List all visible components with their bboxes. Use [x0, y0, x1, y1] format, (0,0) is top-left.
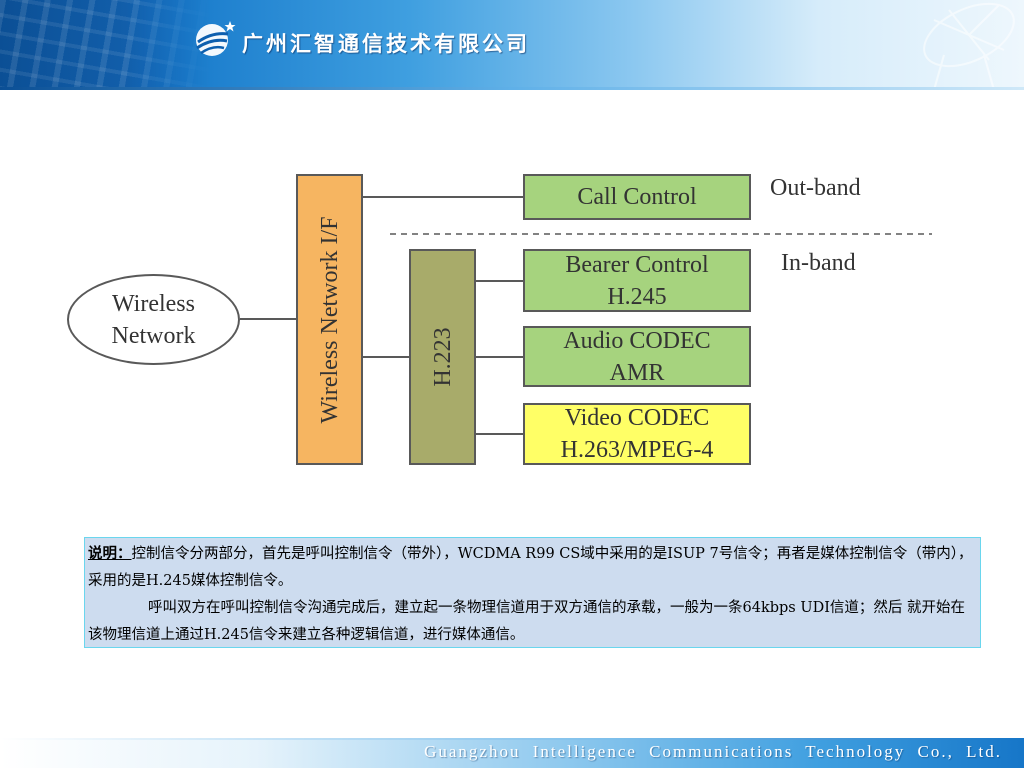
satellite-dish-graphic: [923, 2, 1015, 90]
video-codec-line-2: H.263/MPEG-4: [560, 437, 714, 463]
video-codec-line-1: Video CODEC: [564, 405, 710, 431]
audio-codec-box: Audio CODEC AMR: [523, 326, 751, 387]
bearer-control-line-2: H.245: [607, 283, 667, 310]
out-band-label: Out-band: [770, 175, 861, 201]
call-control-label: Call Control: [577, 184, 697, 210]
in-band-label: In-band: [781, 250, 856, 276]
footer-banner: Guangzhou Intelligence Communications Te…: [0, 738, 1024, 768]
header-banner: 广州汇智通信技术有限公司: [0, 0, 1024, 90]
note-paragraph-1: 说明：控制信令分两部分，首先是呼叫控制信令（带外），WCDMA R99 CS域中…: [88, 540, 977, 595]
note-paragraph-1-text: 控制信令分两部分，首先是呼叫控制信令（带外），WCDMA R99 CS域中采用的…: [88, 546, 973, 589]
keyboard-graphic: [0, 0, 210, 90]
company-logo-icon: [196, 21, 236, 56]
wireless-network-line-2: Network: [111, 322, 196, 349]
note-paragraph-2: 呼叫双方在呼叫控制信令沟通完成后，建立起一条物理信道用于双方通信的承载，一般为一…: [88, 600, 966, 643]
wireless-network-interface-box: Wireless Network I/F: [296, 174, 363, 465]
header-divider: [0, 87, 1024, 90]
footer-divider: [0, 738, 1024, 740]
wireless-network-ellipse: Wireless Network: [67, 274, 240, 365]
audio-codec-line-1: Audio CODEC: [563, 327, 711, 354]
company-name-en: Guangzhou Intelligence Communications Te…: [424, 742, 1002, 761]
company-name-cn: 广州汇智通信技术有限公司: [242, 32, 530, 56]
video-codec-box: Video CODEC H.263/MPEG-4: [523, 403, 751, 465]
note-lead: 说明：: [88, 545, 132, 562]
explanation-note: 说明：控制信令分两部分，首先是呼叫控制信令（带外），WCDMA R99 CS域中…: [84, 537, 981, 648]
bearer-control-box: Bearer Control H.245: [523, 249, 751, 312]
bearer-control-line-1: Bearer Control: [565, 251, 709, 278]
wireless-network-interface-label: Wireless Network I/F: [316, 216, 343, 423]
wireless-network-line-1: Wireless: [111, 290, 195, 317]
h223-box: H.223: [409, 249, 476, 465]
h223-label: H.223: [429, 327, 456, 387]
audio-codec-line-2: AMR: [609, 359, 665, 386]
call-control-box: Call Control: [523, 174, 751, 220]
